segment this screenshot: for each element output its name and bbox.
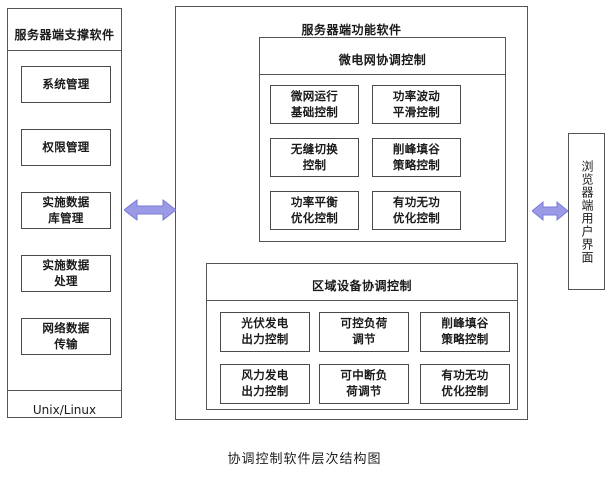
- left-panel-os-divider: [8, 390, 121, 391]
- operating-system-label: Unix/Linux: [32, 403, 97, 417]
- module-seamless-switching-control[interactable]: 无缝切换 控制: [270, 138, 359, 177]
- microgrid-header-divider: [260, 74, 505, 75]
- regional-device-coordination-control-panel: 区域设备协调控制 光伏发电 出力控制 可控负荷 调节 削峰填谷 策略控制 风力发…: [206, 263, 518, 410]
- server-support-software-title: 服务器端支撑软件: [14, 28, 115, 42]
- microgrid-coordination-control-panel: 微电网协调控制 微网运行 基础控制 功率波动 平滑控制 无缝切换 控制 削峰填谷…: [259, 37, 506, 242]
- server-support-software-panel: 服务器端支撑软件 系统管理 权限管理 实施数据 库管理 实施数据 处理 网络数据…: [7, 8, 122, 418]
- browser-user-interface-panel: 浏览器端用户界面: [568, 133, 605, 290]
- module-wind-generation-output-control[interactable]: 风力发电 出力控制: [220, 364, 310, 404]
- module-peak-shaving-valley-filling-strategy-control-regional[interactable]: 削峰填谷 策略控制: [420, 312, 510, 352]
- regional-header-divider: [207, 300, 517, 301]
- module-implementation-data-processing[interactable]: 实施数据 处理: [21, 255, 111, 292]
- module-permission-management[interactable]: 权限管理: [21, 129, 111, 166]
- module-interruptible-load-regulation[interactable]: 可中断负 荷调节: [319, 364, 409, 404]
- module-active-reactive-power-optimization-control-regional[interactable]: 有功无功 优化控制: [420, 364, 510, 404]
- browser-user-interface-label: 浏览器端用户界面: [580, 159, 594, 264]
- module-pv-generation-output-control[interactable]: 光伏发电 出力控制: [220, 312, 310, 352]
- module-microgrid-basic-operation-control[interactable]: 微网运行 基础控制: [270, 85, 359, 124]
- figure-caption: 协调控制软件层次结构图: [227, 452, 382, 467]
- left-panel-header-divider: [8, 50, 121, 51]
- module-peak-shaving-valley-filling-strategy-control[interactable]: 削峰填谷 策略控制: [372, 138, 461, 177]
- module-power-balance-optimization-control[interactable]: 功率平衡 优化控制: [270, 191, 359, 230]
- server-function-software-title: 服务器端功能软件: [301, 23, 402, 37]
- left-right-double-arrow-icon: [124, 198, 176, 222]
- module-active-reactive-power-optimization-control[interactable]: 有功无功 优化控制: [372, 191, 461, 230]
- microgrid-coordination-control-title: 微电网协调控制: [338, 53, 427, 67]
- module-power-fluctuation-smoothing-control[interactable]: 功率波动 平滑控制: [372, 85, 461, 124]
- module-implementation-database-management[interactable]: 实施数据 库管理: [21, 192, 111, 229]
- module-network-data-transmission[interactable]: 网络数据 传输: [21, 318, 111, 355]
- server-function-software-panel: 服务器端功能软件 微电网协调控制 微网运行 基础控制 功率波动 平滑控制 无缝切…: [175, 6, 528, 420]
- module-controllable-load-regulation[interactable]: 可控负荷 调节: [319, 312, 409, 352]
- module-system-management[interactable]: 系统管理: [21, 66, 111, 103]
- right-left-double-arrow-icon: [532, 200, 568, 222]
- regional-device-coordination-control-title: 区域设备协调控制: [311, 279, 412, 293]
